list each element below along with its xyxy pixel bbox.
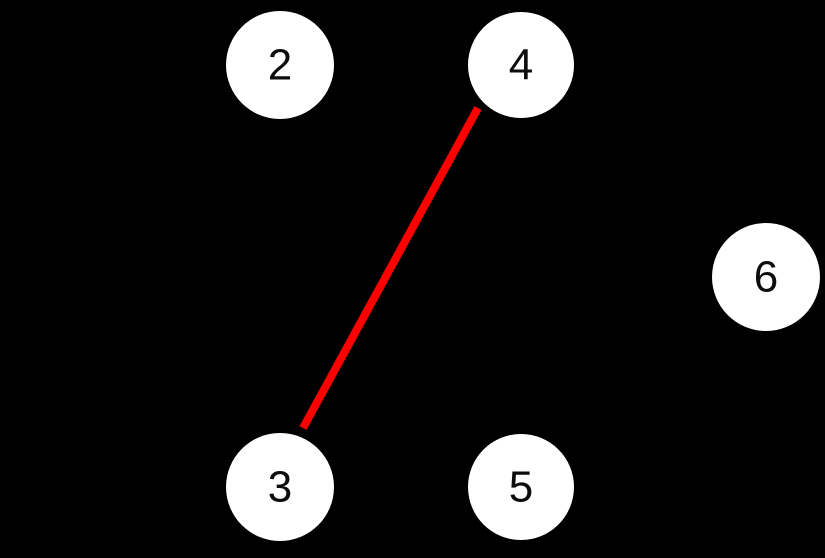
node-label-6: 6 [754,253,778,302]
graph-node-4[interactable]: 4 [468,12,574,118]
node-circle-4[interactable] [468,12,574,118]
graph-node-6[interactable]: 6 [712,223,820,331]
graph-node-5[interactable]: 5 [468,434,574,540]
node-label-4: 4 [509,41,533,90]
graph-node-2[interactable]: 2 [226,11,334,119]
node-layer: 2 4 6 3 5 [226,11,820,541]
node-circle-6[interactable] [712,223,820,331]
node-label-2: 2 [268,41,292,90]
node-label-3: 3 [268,463,292,512]
node-label-5: 5 [509,463,533,512]
graph-edge-4-3[interactable] [299,106,482,430]
node-circle-5[interactable] [468,434,574,540]
graph-node-3[interactable]: 3 [226,433,334,541]
edge-layer [299,106,482,430]
node-circle-2[interactable] [226,11,334,119]
node-circle-3[interactable] [226,433,334,541]
